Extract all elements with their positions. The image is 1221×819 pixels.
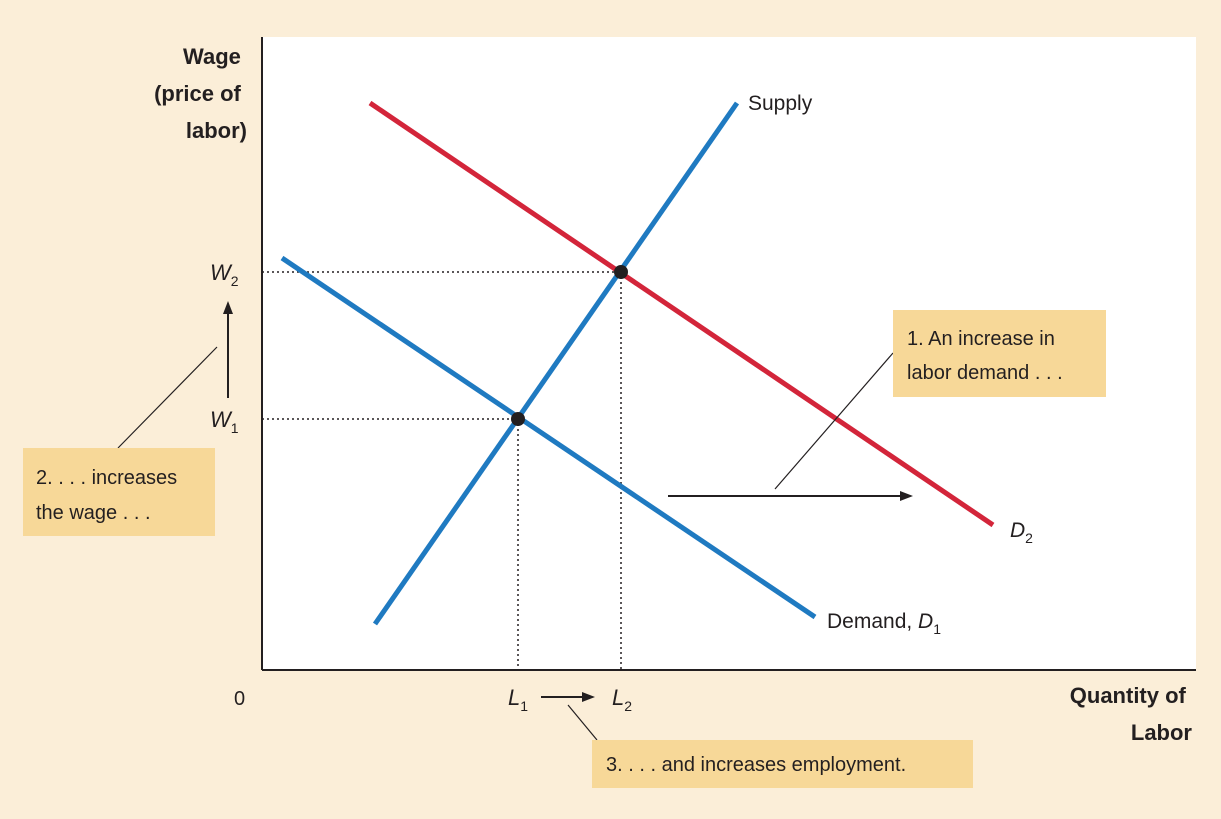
callout-1-leader [774,352,894,490]
w1-tick-label: W1 [210,407,239,436]
callout-1-text: 1. An increase in labor demand . . . [907,328,1063,384]
w2-tick-label: W2 [210,260,239,289]
callout-2-text: 2. . . . increases the wage . . . [36,467,183,524]
y-axis-title-line-3: labor) [186,118,247,143]
employment-increase-arrow [541,692,595,702]
demand-d2-label: D2 [1010,519,1033,546]
callout-3-box [592,740,973,788]
callout-2-line-1: 2. . . . increases [36,467,177,489]
w2-sub: 2 [231,273,239,289]
callout-1-line-2: labor demand . . . [907,362,1063,384]
w1-sub: 1 [231,420,239,436]
demand-d2-line [368,100,995,528]
demand-d2-label-main: D [1010,519,1025,542]
callout-1-line-1: 1. An increase in [907,328,1055,350]
callout-3-text: 3. . . . and increases employment. [606,754,906,776]
equilibrium-point-new [614,265,628,279]
demand-d2-label-sub: 2 [1025,530,1033,546]
l1-main: L [508,685,520,710]
callout-3-line-1: 3. . . . and increases employment. [606,754,906,776]
demand-shift-arrow [668,491,913,501]
callout-2-line-2: the wage . . . [36,502,151,524]
callout-2-leader [117,346,218,449]
demand-d1-label-text: Demand, [827,610,918,633]
w2-main: W [210,260,233,285]
demand-d1-label-sub: 1 [933,621,941,637]
y-axis-title: Wage (price of labor) [154,44,247,143]
wage-increase-arrow [223,301,233,398]
demand-d1-line [280,255,817,620]
supply-line [372,101,740,626]
supply-label: Supply [748,92,813,115]
x-axis-title: Quantity of Labor [1070,683,1193,745]
w1-main: W [210,407,233,432]
l2-tick-label: L2 [612,685,632,714]
l1-sub: 1 [520,698,528,714]
callout-demand-increase: 1. An increase in labor demand . . . [893,310,1106,397]
callout-1-box [893,310,1106,397]
y-axis-title-line-1: Wage [183,44,241,69]
callout-2-box [23,448,215,536]
y-axis-title-line-2: (price of [154,81,241,106]
equilibrium-point-initial [511,412,525,426]
x-axis-title-line-2: Labor [1131,720,1193,745]
l1-tick-label: L1 [508,685,528,714]
demand-d1-label: Demand, D1 [827,610,941,637]
demand-d1-label-main: D [918,610,933,633]
l2-sub: 2 [624,698,632,714]
x-axis-title-line-1: Quantity of [1070,683,1187,708]
callout-3-leader [567,704,598,741]
callout-wage-increase: 2. . . . increases the wage . . . [23,448,215,536]
callout-employment-increase: 3. . . . and increases employment. [592,740,973,788]
origin-label: 0 [234,688,245,710]
guide-lines [262,271,622,670]
l2-main: L [612,685,624,710]
